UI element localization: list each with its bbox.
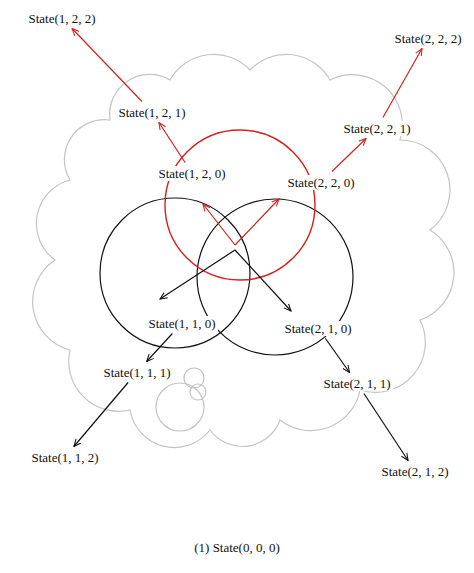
- state-label: State(2, 2, 1): [341, 121, 412, 136]
- state-label: State(1, 1, 0): [146, 316, 217, 331]
- state-text: State(1, 2, 1): [118, 105, 185, 120]
- state-text: State(1, 1, 1): [103, 365, 170, 380]
- black-circle: [100, 198, 250, 348]
- transition-arrow: [364, 394, 408, 461]
- state-text: State(2, 2, 2): [394, 31, 461, 46]
- start-arrow: [235, 199, 279, 245]
- state-text: State(1, 1, 0): [148, 316, 215, 331]
- state-text: State(2, 2, 1): [343, 121, 410, 136]
- transition-arrow: [72, 29, 142, 102]
- state-label: State(2, 1, 0): [282, 321, 353, 336]
- state-label: State(1, 1, 2): [29, 450, 100, 465]
- state-label: State(2, 1, 1): [321, 376, 392, 391]
- state-text: State(2, 2, 0): [287, 175, 354, 190]
- state-label: State(1, 1, 1): [101, 365, 172, 380]
- figure-caption: (1) State(0, 0, 0): [194, 540, 280, 556]
- transition-arrow: [325, 339, 349, 373]
- transition-arrow: [159, 123, 185, 163]
- state-label: State(1, 2, 1): [116, 105, 187, 120]
- state-text: State(1, 2, 2): [28, 11, 95, 26]
- state-text: State(1, 1, 2): [31, 450, 98, 465]
- start-arrow: [235, 250, 291, 311]
- state-label: State(2, 1, 2): [379, 464, 450, 479]
- thought-bubble: [156, 383, 204, 431]
- start-arrow: [160, 250, 235, 299]
- red-circle: [165, 130, 315, 280]
- transition-arrow: [74, 383, 128, 447]
- state-label: State(1, 2, 0): [156, 166, 227, 181]
- state-text: State(2, 1, 0): [284, 321, 351, 336]
- transition-arrow: [147, 334, 173, 362]
- state-label: State(2, 2, 2): [392, 31, 463, 46]
- thought-bubble: [190, 384, 206, 400]
- state-label: State(2, 2, 0): [285, 175, 356, 190]
- thought-cloud: [33, 54, 454, 447]
- state-text: State(2, 1, 1): [323, 376, 390, 391]
- transition-arrow: [383, 49, 422, 118]
- start-arrow: [203, 204, 235, 245]
- state-text: State(1, 2, 0): [158, 166, 225, 181]
- transition-arrow: [332, 139, 366, 172]
- state-text: State(2, 1, 2): [381, 464, 448, 479]
- state-label: State(1, 2, 2): [26, 11, 97, 26]
